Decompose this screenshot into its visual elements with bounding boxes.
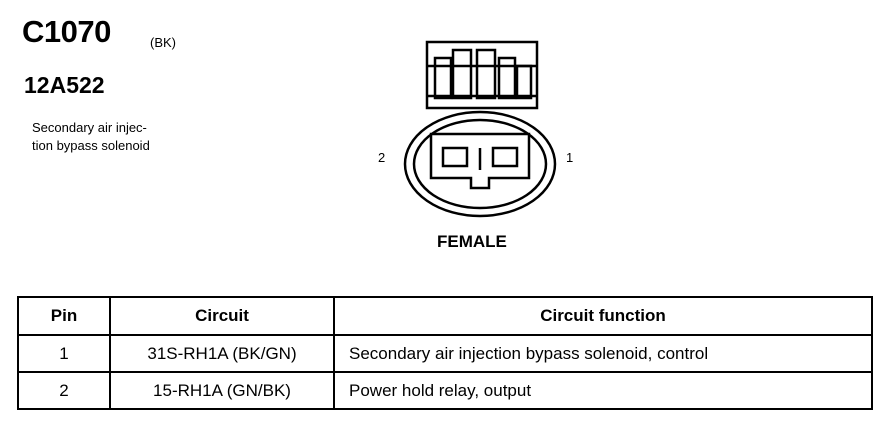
connector-id: C1070 <box>22 14 111 49</box>
header-pin: Pin <box>17 296 111 336</box>
component-description: Secondary air injec- tion bypass solenoi… <box>32 119 192 155</box>
cell-circuit: 31S-RH1A (BK/GN) <box>109 334 335 373</box>
table-header-row: Pin Circuit Circuit function <box>17 296 873 336</box>
description-line-2: tion bypass solenoid <box>32 138 150 153</box>
cell-function: Power hold relay, output <box>333 371 873 410</box>
table-row: 2 15-RH1A (GN/BK) Power hold relay, outp… <box>17 371 873 410</box>
terminal-cavity-block <box>429 132 531 190</box>
pin-label-left: 2 <box>378 150 386 165</box>
part-number: 12A522 <box>24 72 105 98</box>
connector-outer-body <box>403 110 557 218</box>
description-line-1: Secondary air injec- <box>32 120 147 135</box>
pin-cavity-2 <box>441 146 469 168</box>
connector-inner-rim <box>412 118 548 210</box>
cell-circuit: 15-RH1A (GN/BK) <box>109 371 335 410</box>
table-row: 1 31S-RH1A (BK/GN) Secondary air injecti… <box>17 334 873 373</box>
header-circuit-function: Circuit function <box>333 296 873 336</box>
cell-function: Secondary air injection bypass solenoid,… <box>333 334 873 373</box>
connector-latch-housing <box>425 40 539 110</box>
connector-color-code: (BK) <box>150 35 176 50</box>
cell-pin: 1 <box>17 334 111 373</box>
pin-label-right: 1 <box>566 150 574 165</box>
header-circuit: Circuit <box>109 296 335 336</box>
pin-cavity-1 <box>491 146 519 168</box>
pin-table: Pin Circuit Circuit function 1 31S-RH1A … <box>17 296 873 410</box>
connector-face-drawing <box>403 40 557 218</box>
cell-pin: 2 <box>17 371 111 410</box>
connector-gender: FEMALE <box>437 232 507 251</box>
